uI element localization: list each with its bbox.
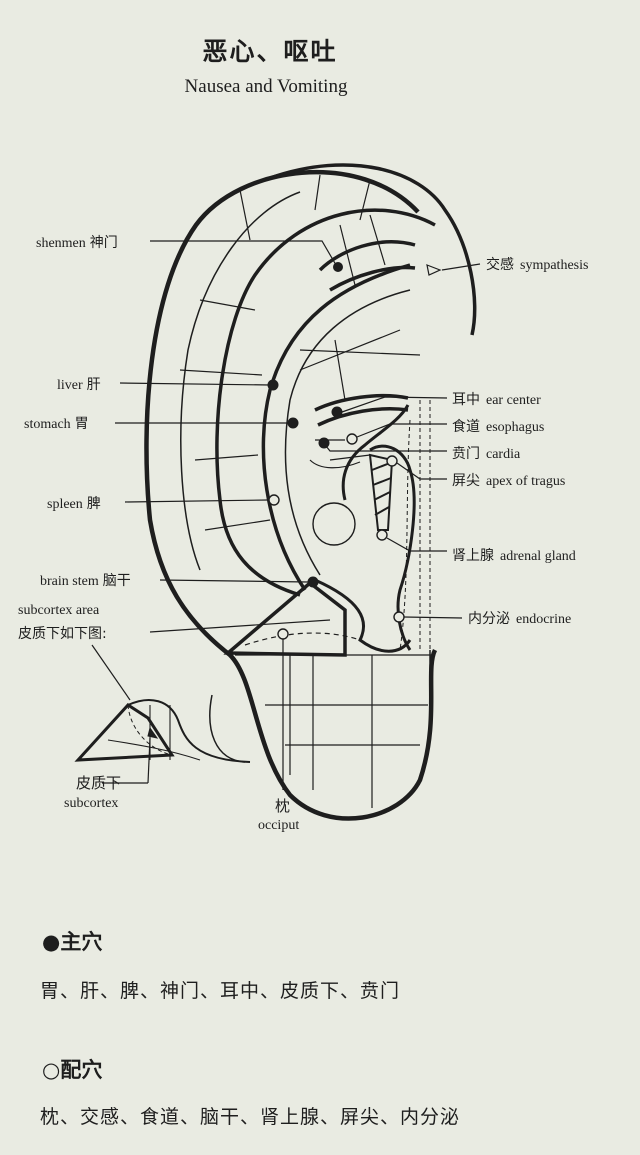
concha-grid <box>299 329 421 469</box>
label-subcortex-area-en: subcortex area <box>18 603 100 618</box>
antihelix-inner <box>284 289 411 576</box>
esophagus-circle <box>346 433 358 445</box>
lobe-triangle-dash <box>244 632 361 646</box>
subcortex-inset <box>74 703 175 762</box>
main-points-list: 胃、肝、脾、神门、耳中、皮质下、贲门 <box>40 980 401 1002</box>
apex-of-tragus-circle <box>386 455 398 467</box>
tragus-hatch <box>368 453 394 531</box>
title-cn: 恶心、呕吐 <box>202 37 338 66</box>
label-subcortex-cn: 皮质下 <box>76 774 122 792</box>
stomach-dot <box>287 417 299 429</box>
lobe-triangle <box>223 580 347 657</box>
leader-lines <box>102 240 481 790</box>
subcortex-inset-curve <box>127 699 251 763</box>
lobe-grid <box>235 654 435 808</box>
concha-inner <box>341 404 410 501</box>
label-occiput-cn: 枕 <box>275 797 291 815</box>
subcortex-arrow <box>147 726 159 739</box>
secondary-points-heading: ○配穴 <box>42 1058 103 1082</box>
endocrine-circle <box>393 611 405 623</box>
tragus-dashes <box>399 400 431 651</box>
subcortex-inset-line <box>91 644 131 701</box>
upper-crus <box>318 240 416 292</box>
main-points-heading: ●主穴 <box>42 930 103 954</box>
label-subcortex-en: subcortex <box>64 796 119 811</box>
helix-top <box>269 163 477 336</box>
scapha-line <box>180 191 301 571</box>
antihelix <box>261 263 411 591</box>
title-en: Nausea and Vomiting <box>184 76 348 97</box>
fossa-lines <box>179 174 386 531</box>
crus-of-helix <box>314 393 409 427</box>
antitragus <box>314 578 412 653</box>
label-occiput-en: occiput <box>258 818 300 833</box>
label-subcortex-area-cn: 皮质下如下图: <box>18 626 107 642</box>
subcortex-inset-dash <box>127 704 173 756</box>
brain-stem-dot <box>307 576 319 588</box>
cardia-dot <box>318 437 330 449</box>
outer-helix <box>144 170 438 821</box>
ear-acupoint-diagram <box>74 163 481 821</box>
ear-center-dot <box>331 406 343 418</box>
inner-helix <box>215 208 436 597</box>
secondary-points-list: 枕、交感、食道、脑干、肾上腺、屏尖、内分泌 <box>40 1106 461 1128</box>
spleen-circle <box>268 494 280 506</box>
adrenal-gland-circle <box>376 529 388 541</box>
concha-circle-1 <box>312 502 356 546</box>
occiput-circle <box>277 628 289 640</box>
sympathesis-triangle <box>426 264 442 276</box>
